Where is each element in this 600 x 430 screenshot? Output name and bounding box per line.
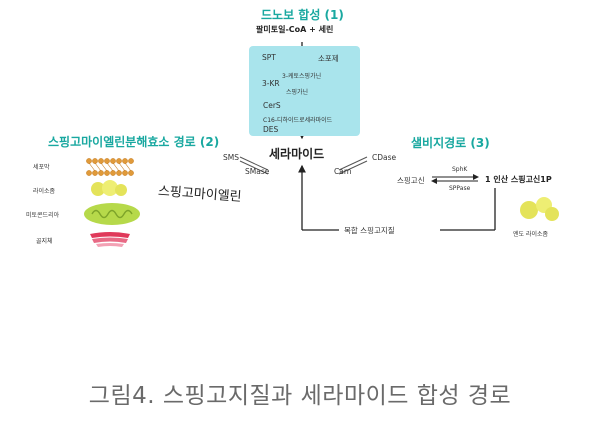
cell-membrane-label: 세포막 [33,164,50,171]
cdase-bar-1 [338,156,368,171]
lysosome-label: 라이소좀 [33,188,56,195]
smase-label: SMase [245,167,270,176]
s1p-label: 1 인산 스핑고신1P [485,175,552,184]
sphinganine-label: 스핑가닌 [286,89,309,96]
ceramide-label: 세라마이드 [269,147,325,161]
sphingosine-label: 스핑고신 [397,176,425,185]
sms-label: SMS [223,153,239,162]
lysosome-icon [91,180,127,196]
sm-pathway-title: 스핑고마이엘린분해효소 경로 (2) [48,135,220,149]
sppase-label: SPPase [449,185,471,192]
inhibitor-label: 소포제 [318,54,339,63]
cell-membrane-icon [86,158,134,176]
carn-label: Carn [334,167,352,176]
sms-bar-1 [239,156,269,171]
salvage-title: 샐비지경로 (3) [411,136,490,150]
dihydroceramide-label: C16-디하이드로세라마이드 [263,117,333,124]
sms-bar-2 [239,160,269,175]
denovo-title: 드노보 합성 (1) [261,8,344,22]
endolysosome-label: 엔도 라이소좀 [513,231,549,238]
mitochondria-label: 미토콘드리아 [26,212,60,219]
cers-label: CerS [263,101,281,110]
golgi-icon [90,232,130,247]
cdase-bar-2 [338,160,368,175]
spt-label: SPT [262,53,276,62]
substrate-label: 팔미토일-CoA + 세린 [256,25,334,34]
mitochondria-icon [84,203,140,225]
complex-sphingolipid-label: 복합 스핑고지질 [344,226,395,235]
figure-caption: 그림4. 스핑고지질과 세라마이드 합성 경로 [88,383,512,409]
ketosphinganine-label: 3-케토스핑가닌 [282,73,322,80]
denovo-box [249,46,360,136]
cdase-label: CDase [372,153,397,162]
golgi-label: 골지체 [36,238,53,245]
kr-label: 3-KR [262,79,280,88]
des-label: DES [263,125,279,134]
sphk-label: SphK [452,166,468,173]
endolysosome-icon [520,197,559,221]
